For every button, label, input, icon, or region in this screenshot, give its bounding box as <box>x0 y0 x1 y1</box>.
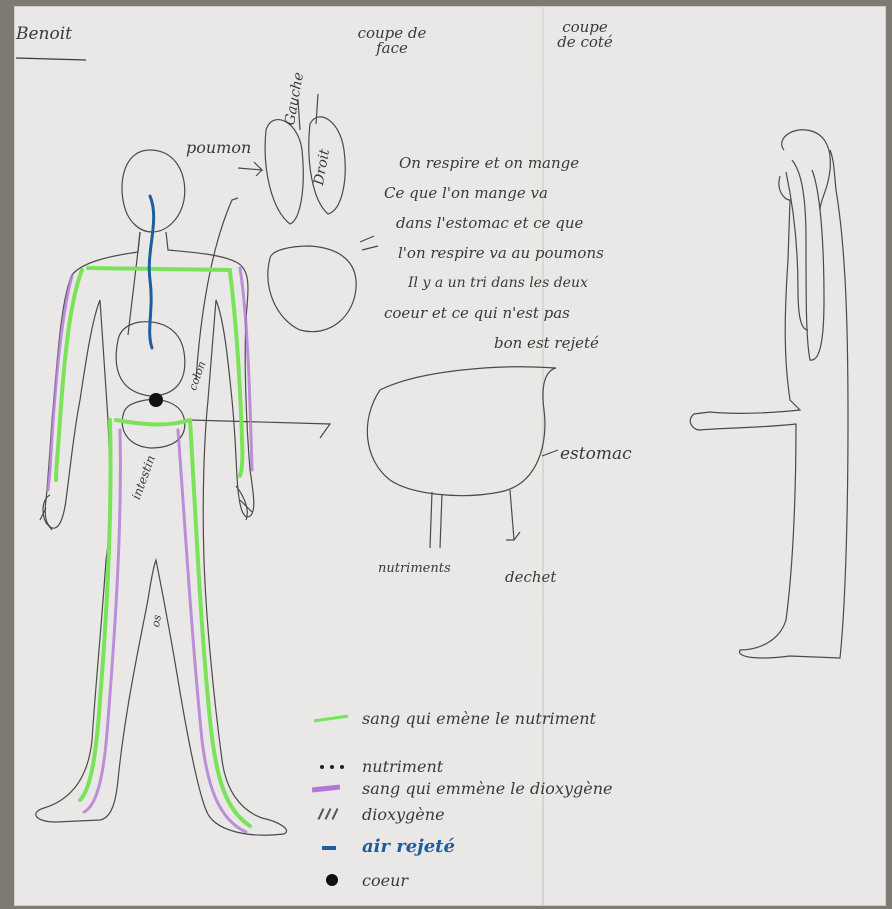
waste-label: dechet <box>505 570 556 585</box>
explanation-line: bon est rejeté <box>384 328 654 358</box>
legend-item: sang qui emène le nutriment <box>312 708 596 728</box>
stomach-sketch <box>367 367 558 548</box>
stomach-label: estomac <box>560 446 632 463</box>
legend-item: air rejeté <box>312 836 455 857</box>
side-view-title: coupe de coté <box>555 20 615 50</box>
legend-label: nutriment <box>362 757 443 776</box>
legend-item: coeur <box>312 870 408 890</box>
front-body-outline <box>36 232 287 835</box>
front-view-title: coupe de face <box>352 26 432 56</box>
legend: sang qui emène le nutriment nutriment sa… <box>312 700 732 900</box>
explanation-line: Ce que l'on mange va <box>384 178 654 208</box>
waste-tube <box>506 490 520 540</box>
legend-item: nutriment <box>312 756 443 776</box>
front-esophagus <box>128 232 140 335</box>
front-heart <box>149 393 163 407</box>
lung-sketch <box>238 94 378 332</box>
name-underline <box>16 58 86 60</box>
legend-item: sang qui emmène le dioxygène <box>312 778 612 798</box>
leg-label: os <box>150 614 163 628</box>
nutriments-label: nutriments <box>378 562 451 575</box>
dots-icon <box>312 756 362 776</box>
green-vessels <box>56 268 250 826</box>
legend-label: sang qui emène le nutriment <box>362 709 596 728</box>
blue-air-line <box>149 196 153 348</box>
green-line-icon <box>312 708 362 728</box>
legend-item: dioxygène <box>312 804 445 824</box>
purple-vessels <box>48 268 252 832</box>
explanation-line: dans l'estomac et ce que <box>384 208 654 238</box>
estomac-pointer <box>542 450 558 456</box>
black-dot-icon <box>312 870 362 890</box>
legend-label: dioxygène <box>362 805 445 824</box>
lung-left <box>265 120 303 224</box>
heart-sketch <box>268 246 356 332</box>
legend-label: coeur <box>362 871 408 890</box>
nutriment-tube <box>430 492 442 548</box>
front-pointer-line <box>190 420 330 438</box>
heart-marks <box>360 236 378 250</box>
explanation-line: coeur et ce qui n'est pas <box>384 298 654 328</box>
purple-line-icon <box>312 778 362 798</box>
side-figure <box>690 130 848 658</box>
author-name: Benoit <box>16 26 72 43</box>
side-head <box>782 130 831 210</box>
lung-arrow <box>238 162 262 176</box>
legend-label: air rejeté <box>362 836 455 857</box>
explanation-text: On respire et on mange Ce que l'on mange… <box>384 148 654 358</box>
blue-line-icon <box>312 837 362 857</box>
explanation-line: On respire et on mange <box>384 148 654 178</box>
legend-label: sang qui emmène le dioxygène <box>362 779 612 798</box>
hatch-icon <box>312 804 362 824</box>
explanation-line: Il y a un tri dans les deux <box>384 268 654 298</box>
side-airway <box>786 172 808 330</box>
stomach-outline <box>367 367 556 496</box>
side-body-outline <box>690 150 848 658</box>
explanation-line: l'on respire va au poumons <box>384 238 654 268</box>
lung-label: poumon <box>186 140 251 156</box>
